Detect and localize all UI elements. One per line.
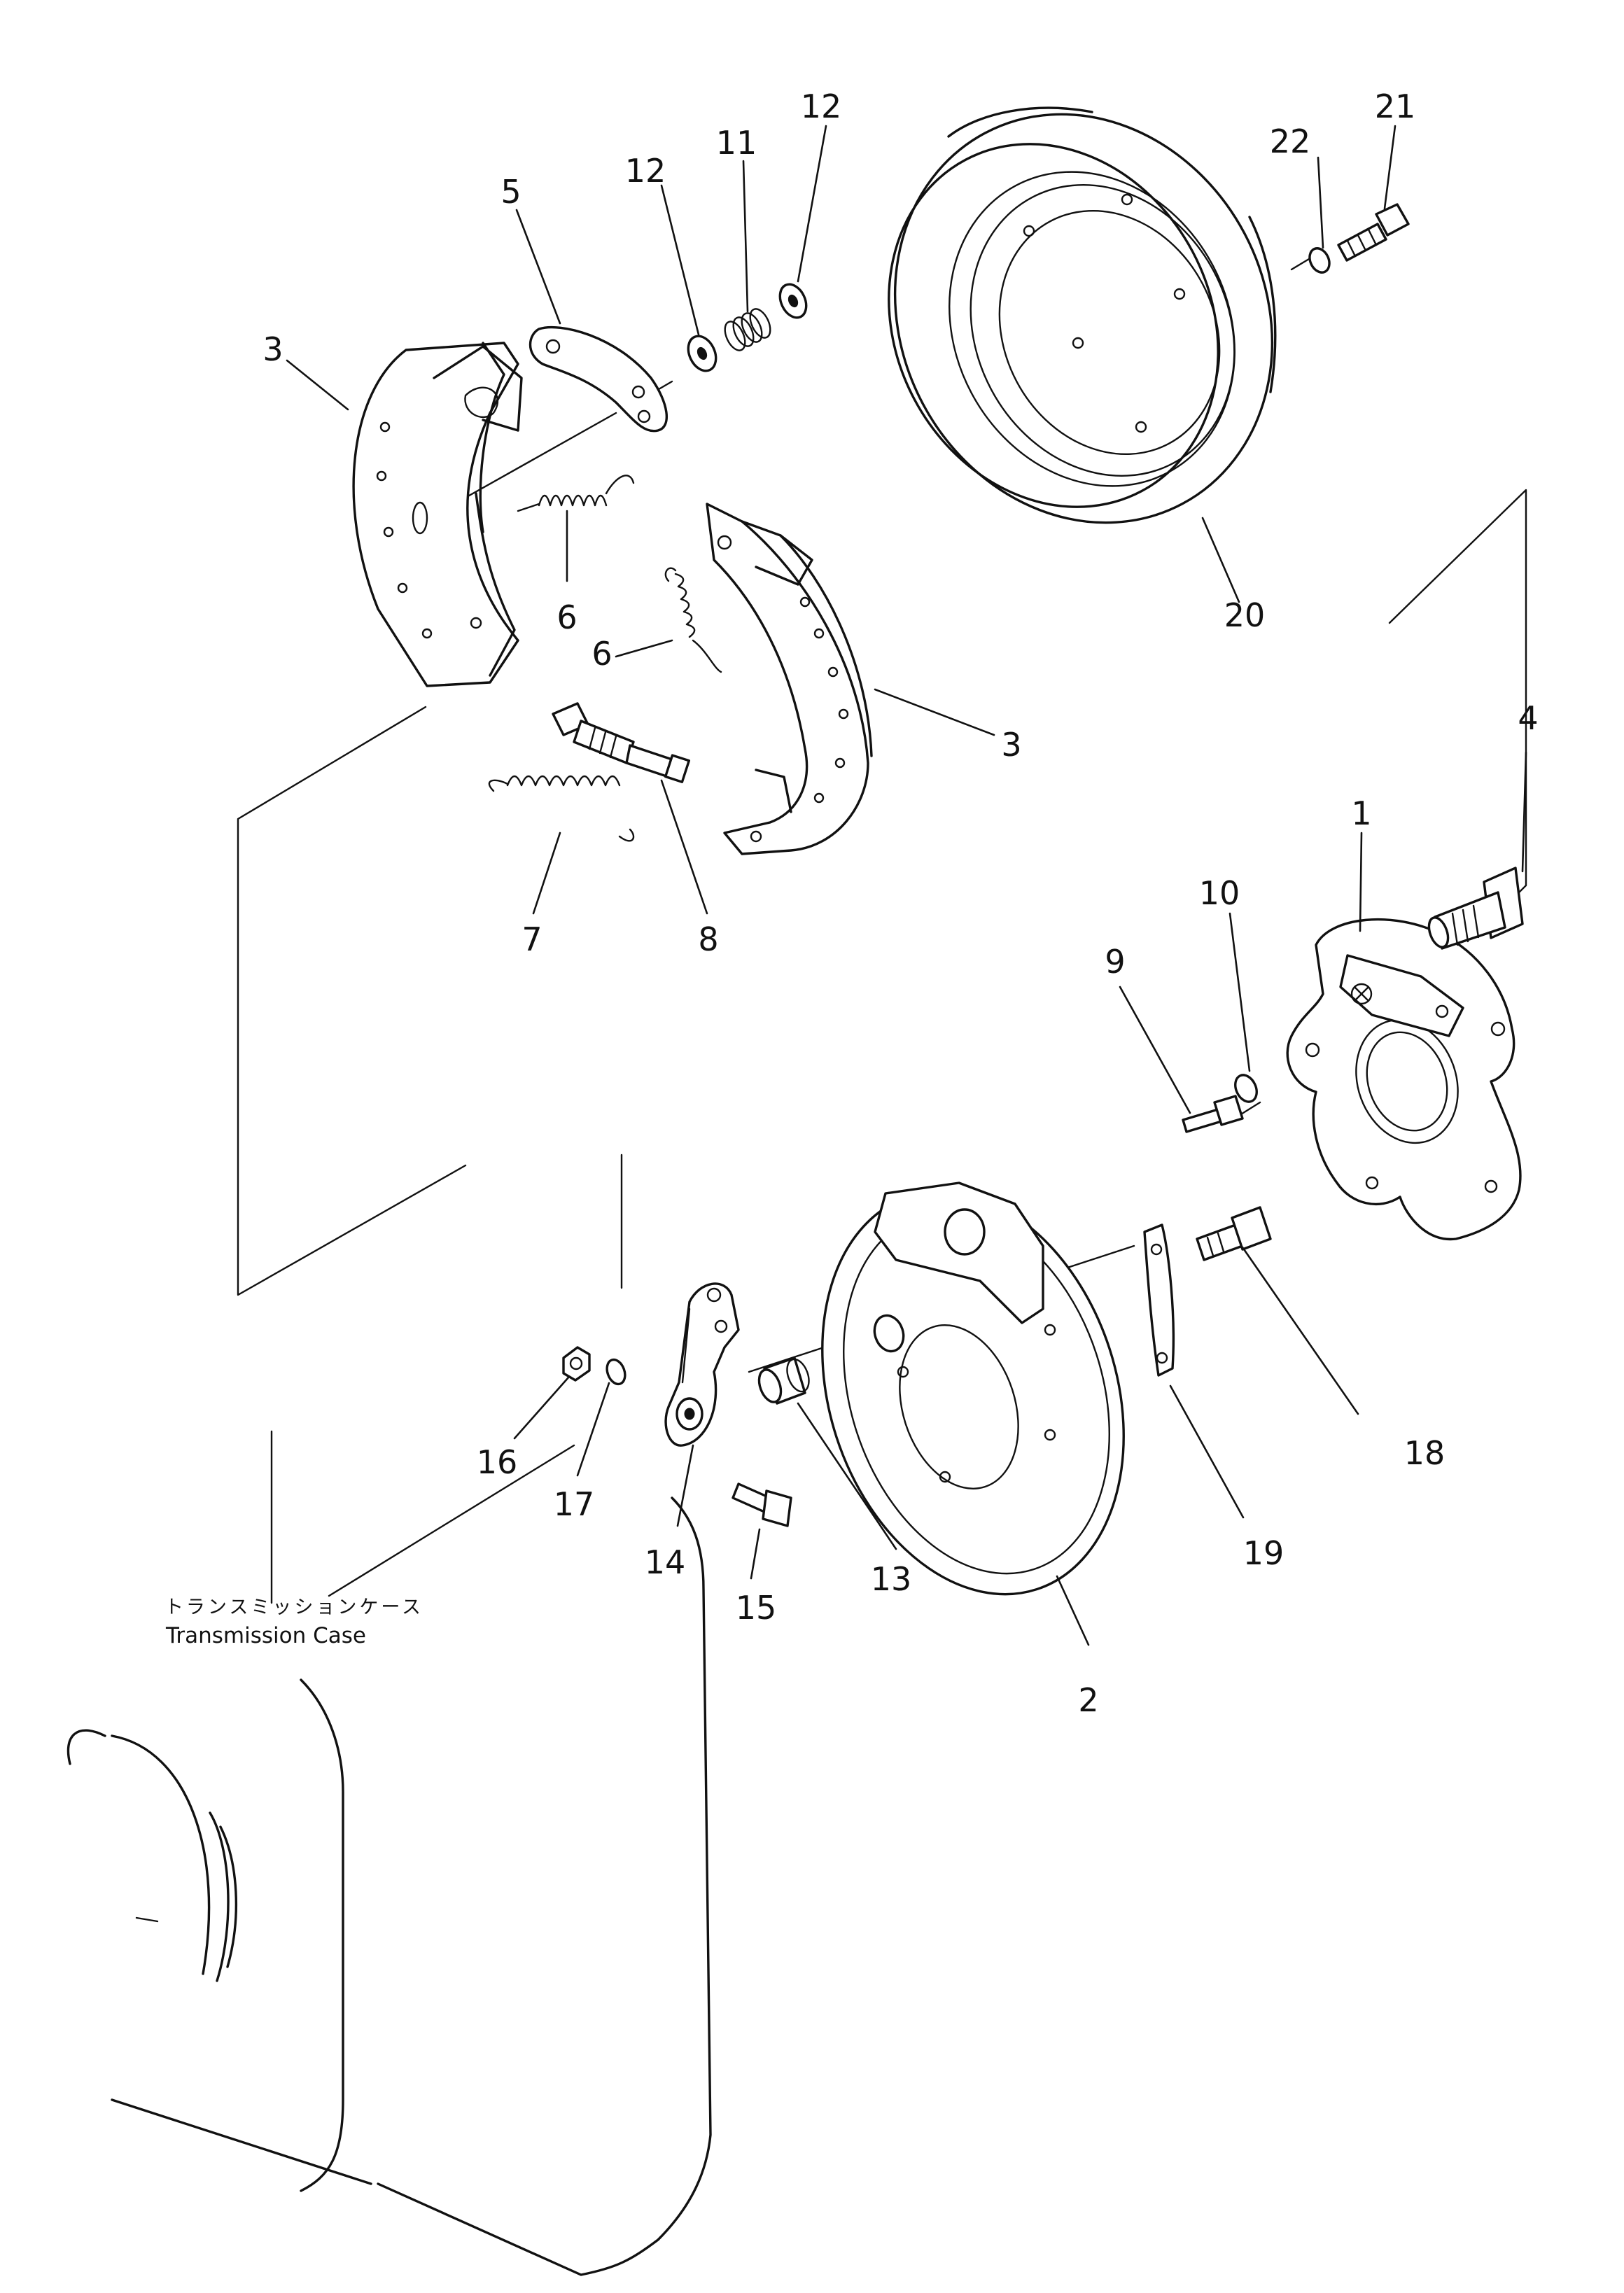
anchor-pin-4-icon	[1427, 867, 1524, 950]
callout-17: 17	[554, 1485, 595, 1523]
adjuster-8-icon	[552, 702, 691, 783]
bolt-9-icon	[1182, 1095, 1244, 1133]
callout-2: 2	[1078, 1681, 1098, 1719]
bushing-13-icon	[757, 1356, 810, 1405]
brake-drum	[888, 106, 1277, 524]
link-plate-5	[528, 325, 668, 433]
lever-14	[664, 1282, 740, 1447]
transmission-case	[66, 1496, 712, 2276]
spring-7-icon	[488, 775, 635, 842]
callout-15: 15	[736, 1589, 777, 1627]
callout-19: 19	[1243, 1534, 1284, 1572]
spring-6-lower-icon	[664, 567, 722, 673]
callout-9: 9	[1105, 943, 1125, 981]
nut-16-icon	[562, 1346, 591, 1382]
washer-17-icon	[606, 1358, 626, 1386]
callout-7: 7	[522, 920, 542, 958]
callout-12-right: 12	[801, 87, 842, 125]
callout-3-right-shoe: 3	[1001, 726, 1021, 764]
callout-3-left-shoe: 3	[262, 330, 283, 368]
plate-19-icon	[1143, 1223, 1175, 1377]
callout-8: 8	[698, 920, 718, 958]
callout-1: 1	[1351, 794, 1371, 832]
callout-6-upper: 6	[556, 598, 577, 636]
callout-21: 21	[1375, 87, 1416, 125]
callout-6-lower: 6	[592, 635, 612, 673]
transmission-case-label: トランスミッションケース Transmission Case	[164, 1597, 424, 1648]
callout-5: 5	[500, 173, 521, 211]
retainer-12-upper-left-icon	[687, 335, 718, 372]
callout-20: 20	[1224, 596, 1266, 634]
callout-18: 18	[1404, 1434, 1446, 1472]
anchor-bracket-1	[1286, 918, 1522, 1241]
callout-leader-lines	[286, 125, 1527, 1646]
bolt-18-icon	[1196, 1206, 1272, 1261]
callout-numbers: 3 5 12 11 12 22 21 20 3 6 6 7 8 4 1 10 9…	[262, 87, 1538, 1719]
retainer-12-upper-right-icon	[778, 283, 808, 319]
backing-plate-2	[821, 1181, 1125, 1596]
callout-4: 4	[1518, 699, 1538, 737]
callout-12-left: 12	[625, 152, 666, 190]
spring-6-upper-icon	[517, 475, 635, 512]
callout-16: 16	[477, 1443, 518, 1481]
transmission-case-label-japanese: トランスミッションケース	[164, 1597, 424, 1618]
bolt-15-icon	[732, 1482, 792, 1527]
callout-22: 22	[1270, 122, 1311, 160]
callout-10: 10	[1199, 874, 1240, 912]
brake-shoe-right	[706, 503, 873, 855]
callout-13: 13	[871, 1560, 912, 1598]
brake-shoe-left	[352, 342, 523, 687]
washer-22-icon	[1308, 247, 1331, 274]
washer-10-icon	[1234, 1074, 1258, 1103]
callout-11: 11	[716, 124, 757, 162]
spring-11-icon	[724, 308, 771, 351]
callout-14: 14	[645, 1543, 686, 1581]
transmission-case-label-english: Transmission Case	[165, 1623, 366, 1648]
bolt-21-icon	[1337, 203, 1410, 262]
